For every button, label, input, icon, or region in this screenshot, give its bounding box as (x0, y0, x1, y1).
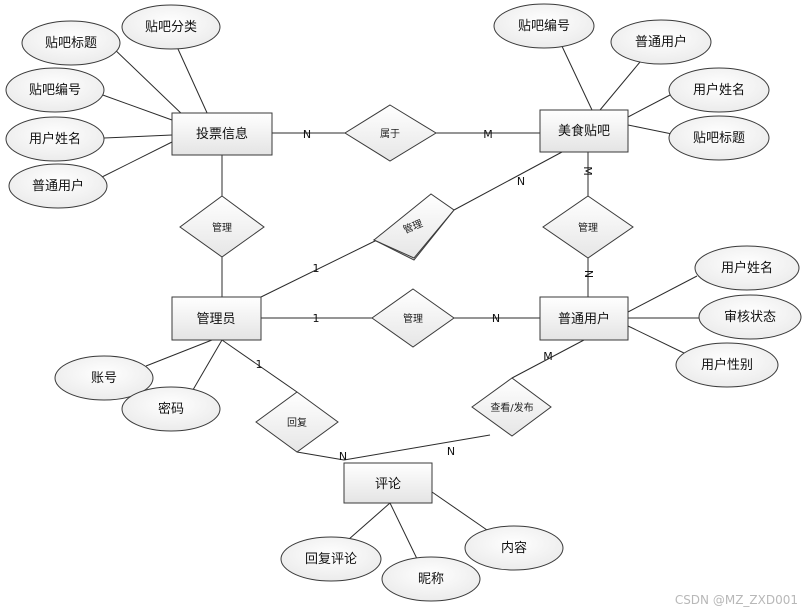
edge-user-view (511, 339, 585, 379)
attribute-board-user[interactable]: 普通用户 (610, 19, 712, 65)
attribute-vote-boardid-label: 贴吧编号 (29, 83, 81, 98)
attribute-user-gender[interactable]: 用户性别 (675, 342, 779, 388)
cardinality-labels: N M N M N 1 1 N 1 N M N (256, 128, 596, 463)
entity-admin-label: 管理员 (196, 312, 235, 327)
edge-vote-user (99, 141, 173, 179)
cardinality-board-manage-admin: N (517, 175, 525, 188)
attribute-comment-nickname[interactable]: 昵称 (381, 556, 481, 602)
attribute-board-id[interactable]: 贴吧编号 (493, 3, 595, 49)
attribute-board-id-label: 贴吧编号 (518, 19, 570, 34)
entity-user-label: 普通用户 (558, 311, 610, 327)
cardinality-board-belongs: M (483, 128, 493, 141)
attribute-board-title[interactable]: 贴吧标题 (668, 115, 770, 161)
cardinality-admin-manage-board: 1 (313, 262, 320, 275)
attribute-admin-account[interactable]: 账号 (54, 355, 154, 401)
edge-reply-comment (296, 451, 345, 461)
cardinality-user-manage-admin: N (492, 312, 500, 325)
edge-admin-account (145, 339, 213, 367)
cardinality-board-manage-user: M (581, 166, 594, 176)
relationship-manage-vote[interactable]: 管理 (179, 195, 265, 258)
relationship-belongs[interactable]: 属于 (344, 104, 437, 162)
attribute-comment-nickname-label: 昵称 (418, 572, 444, 587)
attribute-comment-reply[interactable]: 回复评论 (280, 536, 382, 582)
relationship-manage-user-label: 管理 (403, 312, 423, 325)
cardinality-user-manage-board: N (582, 270, 595, 278)
relationship-belongs-label: 属于 (380, 128, 400, 140)
edge-view-comment (343, 434, 491, 461)
attribute-user-gender-label: 用户性别 (701, 357, 753, 373)
attribute-user-status-label: 审核状态 (724, 310, 776, 325)
attribute-comment-content-label: 内容 (501, 540, 527, 556)
edge-board-title (627, 124, 673, 135)
entity-board[interactable]: 美食贴吧 (539, 109, 629, 153)
relationship-reply-label: 回复 (287, 416, 307, 429)
cardinality-comment-reply: N (339, 450, 347, 463)
entity-comment[interactable]: 评论 (343, 462, 433, 504)
edge-board-manage2 (453, 151, 563, 211)
entity-vote-label: 投票信息 (196, 126, 248, 142)
edge-vote-title (109, 44, 186, 118)
entity-vote[interactable]: 投票信息 (171, 112, 273, 156)
edge-user-name (627, 275, 698, 313)
attribute-comment-reply-label: 回复评论 (305, 552, 357, 567)
edge-vote-boardid (99, 93, 173, 121)
entity-user[interactable]: 普通用户 (539, 296, 629, 341)
cardinality-user-view: M (543, 350, 553, 363)
edge-manage2-admin (260, 239, 378, 298)
cardinality-vote-belongs: N (303, 128, 311, 141)
cardinality-comment-view: N (447, 445, 455, 458)
attribute-board-username[interactable]: 用户姓名 (668, 67, 770, 113)
connector-lines (99, 26, 700, 566)
relationship-manage-vote-label: 管理 (212, 221, 232, 234)
attribute-vote-title[interactable]: 贴吧标题 (21, 20, 121, 66)
attribute-vote-username[interactable]: 用户姓名 (5, 116, 105, 162)
edge-comment-nickname (389, 502, 421, 566)
relationship-manage-board-admin[interactable]: 管理 (372, 193, 456, 261)
attribute-admin-password-label: 密码 (158, 401, 184, 417)
edge-admin-password (189, 339, 223, 396)
edge-user-gender (627, 325, 687, 355)
attribute-user-name-label: 用户姓名 (721, 260, 773, 276)
attribute-board-title-label: 贴吧标题 (693, 131, 745, 146)
attribute-admin-password[interactable]: 密码 (121, 386, 221, 432)
entity-board-label: 美食贴吧 (558, 123, 610, 139)
attribute-vote-user[interactable]: 普通用户 (8, 163, 108, 209)
attribute-board-username-label: 用户姓名 (693, 82, 745, 98)
watermark-text: CSDN @MZ_ZXD001 (675, 593, 798, 607)
attribute-admin-account-label: 账号 (91, 371, 117, 386)
cardinality-admin-manage-user: 1 (313, 312, 320, 325)
relationship-manage-board-user-label: 管理 (578, 221, 598, 234)
attribute-user-status[interactable]: 审核状态 (698, 294, 802, 340)
attribute-vote-category-label: 贴吧分类 (145, 20, 197, 35)
attribute-vote-category[interactable]: 贴吧分类 (121, 4, 221, 50)
relationship-manage-board-user[interactable]: 管理 (542, 195, 634, 259)
edge-board-id (559, 41, 593, 111)
attribute-comment-content[interactable]: 内容 (464, 525, 564, 571)
edge-vote-username (103, 134, 173, 139)
attribute-vote-title-label: 贴吧标题 (45, 36, 97, 51)
cardinality-admin-reply: 1 (256, 358, 263, 371)
attribute-vote-boardid[interactable]: 贴吧编号 (5, 67, 105, 113)
relationship-view-post-label: 查看/发布 (490, 401, 533, 414)
attribute-user-name[interactable]: 用户姓名 (694, 245, 800, 291)
attribute-vote-user-label: 普通用户 (32, 178, 84, 194)
attribute-board-user-label: 普通用户 (635, 34, 687, 50)
relationship-manage-user[interactable]: 管理 (371, 288, 455, 348)
edge-board-user (599, 61, 641, 111)
edge-board-username (627, 94, 671, 118)
edge-comment-content (431, 491, 488, 531)
relationship-view-post[interactable]: 查看/发布 (471, 377, 552, 437)
attribute-vote-username-label: 用户姓名 (29, 131, 81, 147)
entity-admin[interactable]: 管理员 (171, 296, 262, 341)
entity-comment-label: 评论 (375, 477, 401, 492)
relationship-reply[interactable]: 回复 (255, 391, 339, 453)
edge-admin-reply (221, 339, 298, 393)
